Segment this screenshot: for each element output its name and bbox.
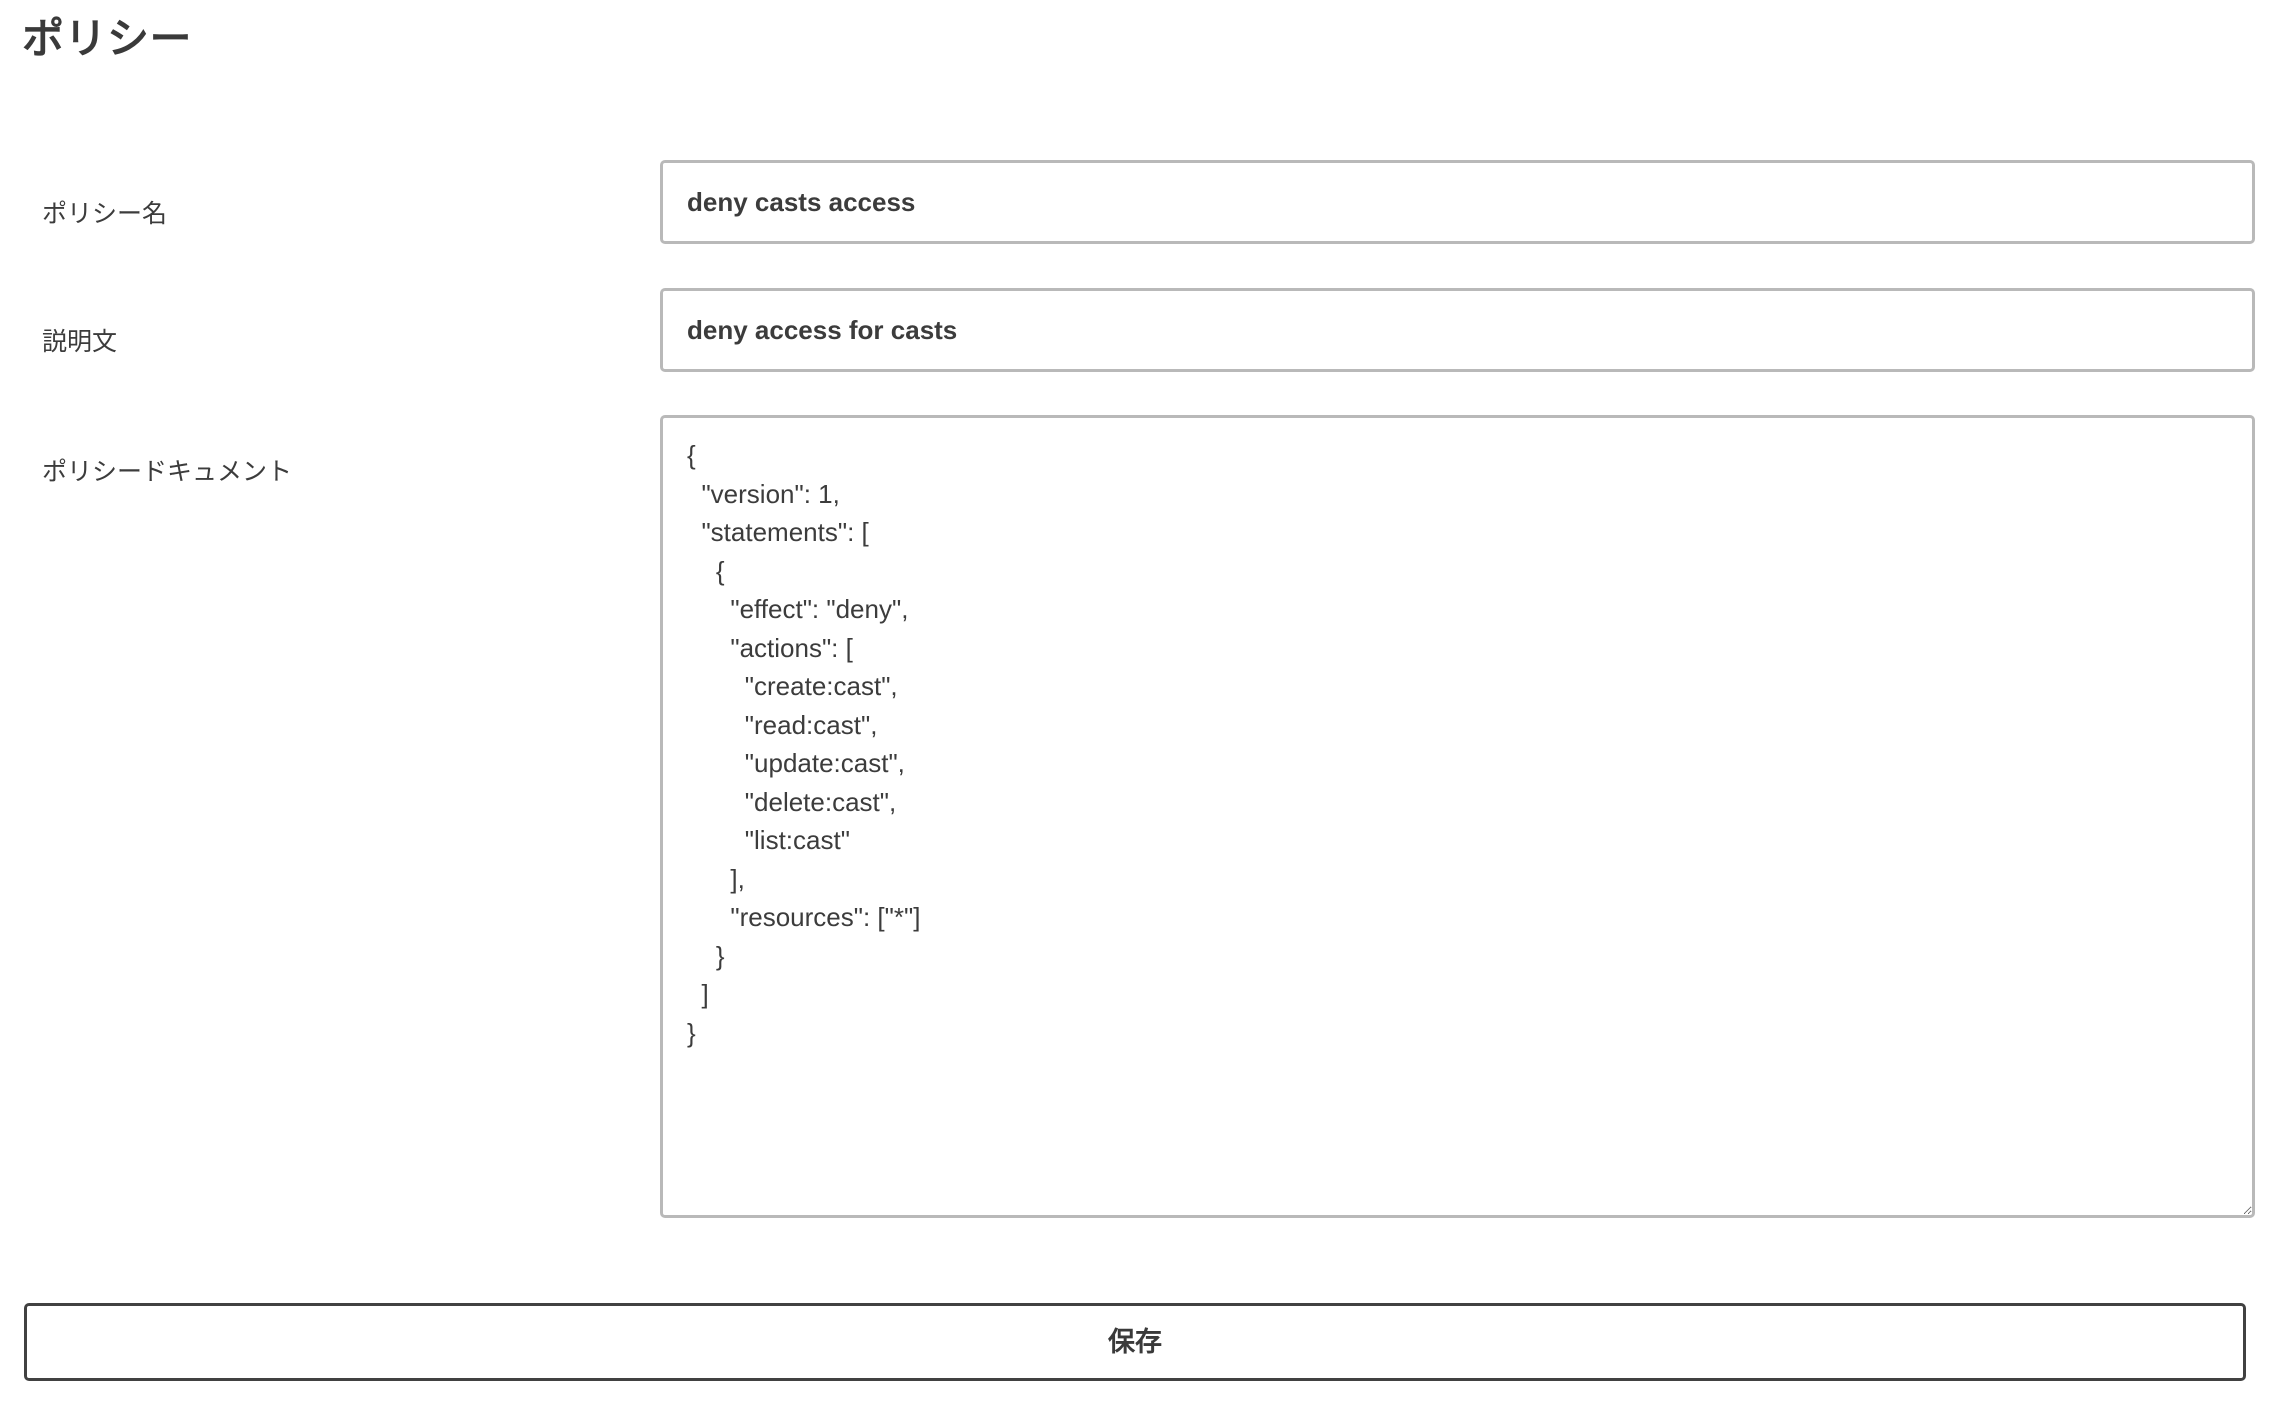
control-policy-document: { "version": 1, "statements": [ { "effec… — [660, 415, 2270, 1218]
label-policy-name: ポリシー名 — [42, 200, 168, 228]
control-policy-name — [660, 160, 2270, 244]
form-row-policy-name: ポリシー名 — [0, 160, 2270, 288]
description-input[interactable] — [660, 288, 2255, 372]
page-title: ポリシー — [22, 15, 193, 62]
policy-document-textarea[interactable]: { "version": 1, "statements": [ { "effec… — [660, 415, 2255, 1218]
label-policy-document: ポリシードキュメント — [42, 458, 293, 486]
form-row-description: 説明文 — [0, 288, 2270, 415]
save-button[interactable]: 保存 — [24, 1303, 2246, 1381]
policy-name-input[interactable] — [660, 160, 2255, 244]
control-description — [660, 288, 2270, 372]
save-bar: 保存 — [24, 1303, 2246, 1381]
label-description: 説明文 — [42, 328, 118, 356]
form-row-policy-document: ポリシードキュメント { "version": 1, "statements":… — [0, 415, 2270, 1218]
policy-form: ポリシー名 説明文 ポリシードキュメント { "version": 1, "st… — [0, 160, 2270, 1218]
